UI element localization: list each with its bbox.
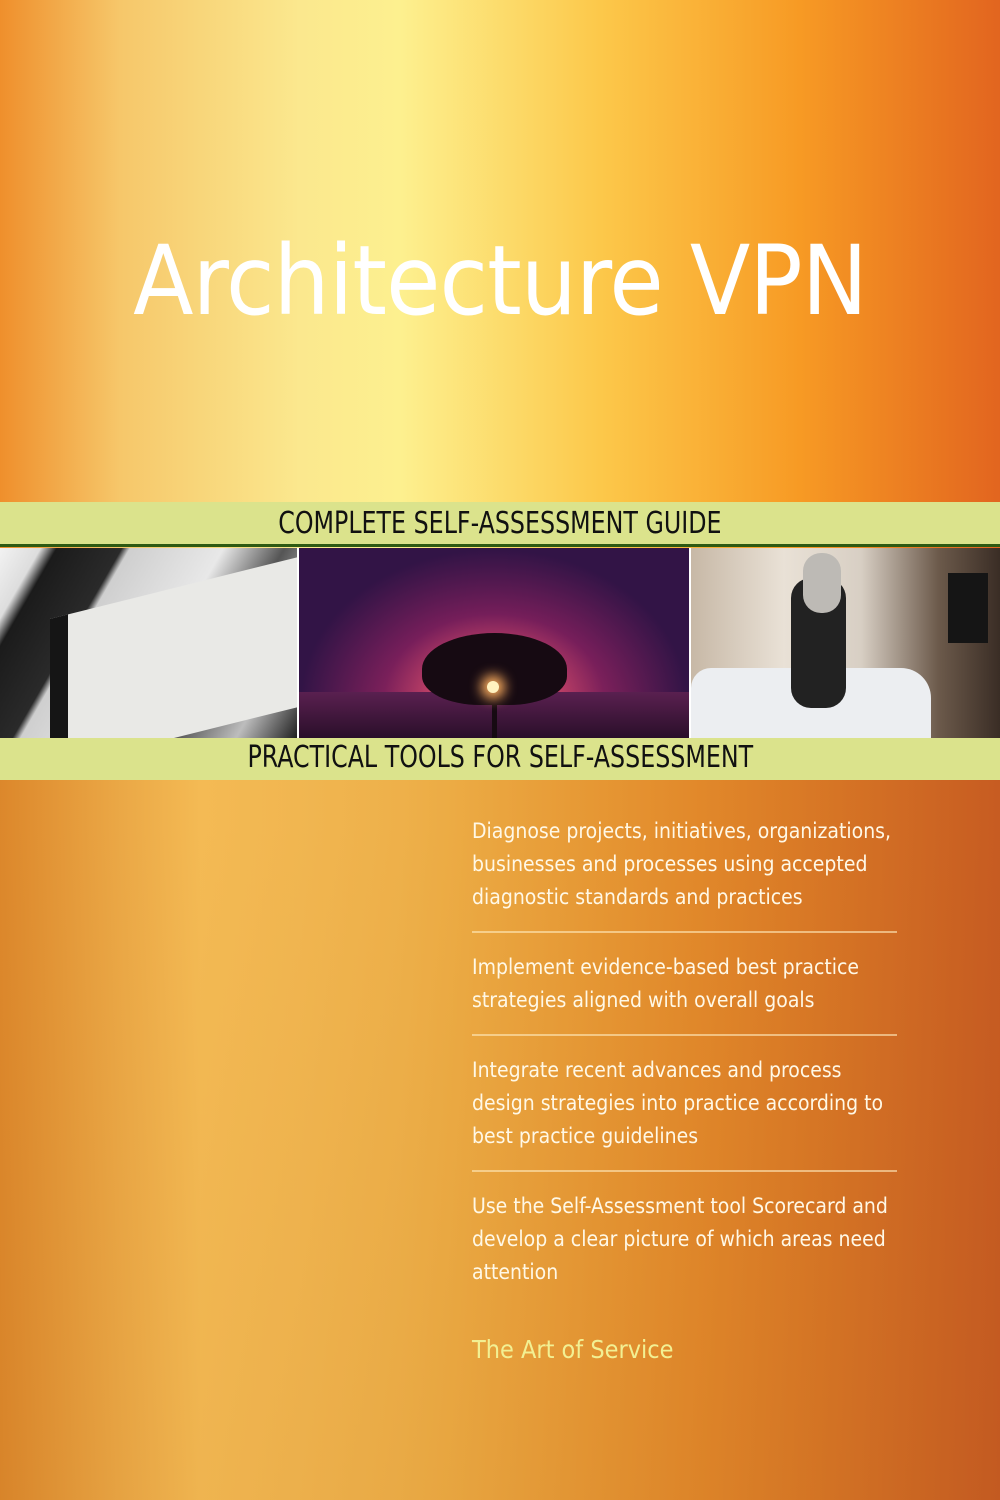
background-shade: [0, 770, 1000, 1500]
bedroom-acrobatics-photo: [690, 548, 1000, 738]
book-title: Architecture VPN: [133, 225, 868, 337]
divider: [472, 931, 897, 933]
laptop-screen-photo: [0, 548, 298, 738]
feature-item: Use the Self-Assessment tool Scorecard a…: [472, 1194, 888, 1284]
photo-strip: [0, 548, 1000, 738]
guide-banner-text: COMPLETE SELF-ASSESSMENT GUIDE: [278, 506, 722, 541]
divider: [472, 1034, 897, 1036]
feature-item: Diagnose projects, initiatives, organiza…: [472, 819, 892, 909]
sun: [487, 681, 500, 693]
divider: [472, 1170, 897, 1172]
feature-list: Diagnose projects, initiatives, organiza…: [472, 815, 897, 1289]
guide-banner: COMPLETE SELF-ASSESSMENT GUIDE: [0, 502, 1000, 547]
television: [948, 573, 988, 643]
publisher-name: The Art of Service: [472, 1335, 674, 1364]
sunset-tree-photo: [299, 548, 689, 738]
tools-banner-text: PRACTICAL TOOLS FOR SELF-ASSESSMENT: [247, 740, 753, 775]
laptop-screen: [50, 557, 298, 738]
tree-trunk: [492, 688, 498, 738]
tools-banner: PRACTICAL TOOLS FOR SELF-ASSESSMENT: [0, 738, 1000, 780]
feature-item: Integrate recent advances and process de…: [472, 1058, 884, 1148]
person-legs: [802, 553, 841, 613]
feature-item: Implement evidence-based best practice s…: [472, 955, 860, 1012]
